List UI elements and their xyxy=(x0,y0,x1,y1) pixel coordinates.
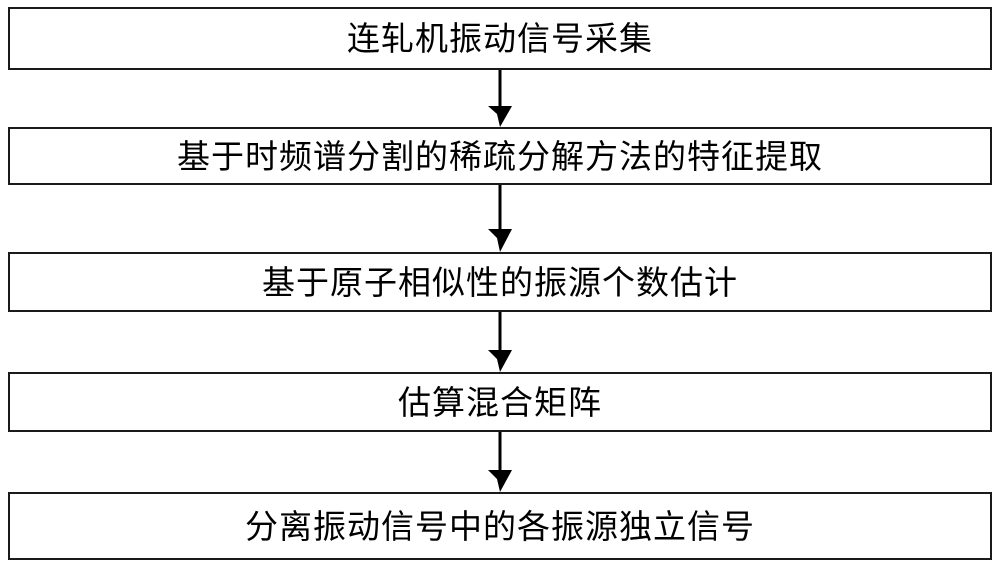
down-arrow-icon xyxy=(488,312,512,372)
flowchart-node-step-3: 基于原子相似性的振源个数估计 xyxy=(8,252,992,312)
flowchart-node-label: 连轧机振动信号采集 xyxy=(347,19,653,58)
flowchart-arrow-3 xyxy=(470,312,530,372)
flowchart-node-label: 分离振动信号中的各振源独立信号 xyxy=(245,506,755,546)
flowchart-node-step-5: 分离振动信号中的各振源独立信号 xyxy=(8,492,992,560)
down-arrow-icon xyxy=(488,432,512,492)
flowchart-node-step-4: 估算混合矩阵 xyxy=(8,372,992,432)
down-arrow-icon xyxy=(488,185,512,252)
flowchart-arrow-4 xyxy=(470,432,530,492)
flowchart-node-label: 基于原子相似性的振源个数估计 xyxy=(262,262,738,302)
flowchart-node-label: 基于时频谱分割的稀疏分解方法的特征提取 xyxy=(177,136,823,176)
flowchart-node-step-2: 基于时频谱分割的稀疏分解方法的特征提取 xyxy=(8,127,992,185)
down-arrow-icon xyxy=(488,70,512,127)
flowchart-node-label: 估算混合矩阵 xyxy=(398,382,602,422)
flowchart-arrow-2 xyxy=(470,185,530,252)
flowchart-arrow-1 xyxy=(470,70,530,127)
flowchart-node-step-1: 连轧机振动信号采集 xyxy=(8,7,992,70)
